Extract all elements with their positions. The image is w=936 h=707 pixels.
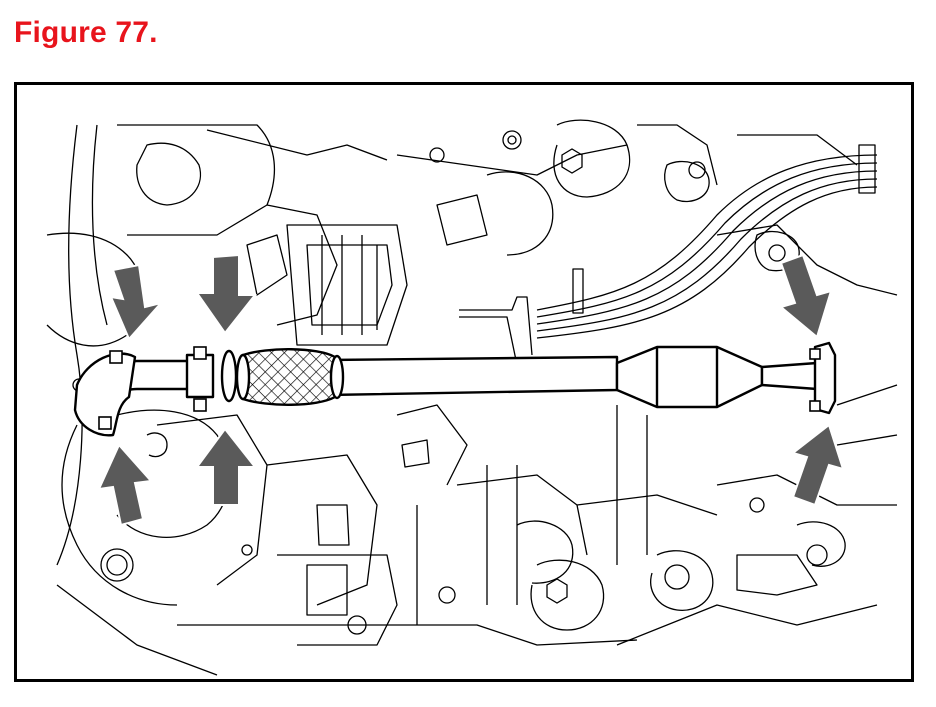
arrow-up-icon xyxy=(195,427,258,506)
coupling-ring xyxy=(220,349,238,403)
nut-icon xyxy=(98,416,112,430)
catalytic-converter xyxy=(615,345,764,409)
nut-icon xyxy=(809,348,821,360)
arrow-down-icon xyxy=(195,253,258,335)
flex-joint-mesh xyxy=(241,348,337,406)
exhaust-front-pipe xyxy=(73,341,837,437)
nut-icon xyxy=(109,350,123,364)
chassis-hardware xyxy=(72,130,828,635)
nut-icon xyxy=(809,400,821,412)
nut-icon xyxy=(193,346,207,360)
figure-caption: Figure 77. xyxy=(14,16,158,49)
arrow-up-icon xyxy=(97,443,154,527)
pipe-clamp xyxy=(185,353,215,399)
arrow-down-icon xyxy=(109,263,164,341)
arrow-up-icon xyxy=(790,423,845,507)
illustration-frame xyxy=(14,82,914,682)
front-flange xyxy=(73,352,137,437)
chassis-background-lines xyxy=(46,119,898,676)
rear-pipe-section xyxy=(760,361,819,391)
exhaust-pipe-removal-diagram xyxy=(46,119,898,676)
arrow-down-icon xyxy=(778,253,833,339)
mounting-nuts xyxy=(98,346,821,430)
nut-icon xyxy=(193,398,207,412)
straight-pipe-section xyxy=(325,355,619,397)
indicator-arrows xyxy=(97,253,845,527)
